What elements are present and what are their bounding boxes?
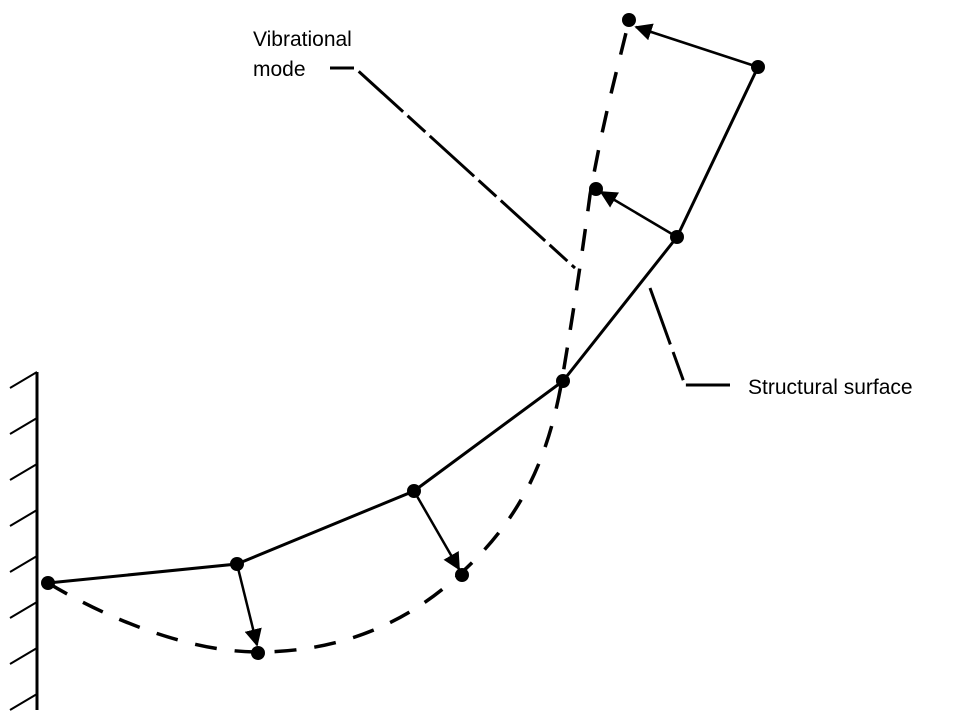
structural-node bbox=[407, 484, 421, 498]
structural-surface-leader bbox=[648, 287, 730, 387]
mode-node bbox=[622, 13, 636, 27]
vibrational-mode-label-line2: mode bbox=[253, 58, 306, 81]
structural-node bbox=[751, 60, 765, 74]
structural-surface-label: Structural surface bbox=[748, 376, 913, 399]
vibrational-mode-leader bbox=[330, 66, 577, 270]
fixed-wall-support bbox=[9, 371, 39, 711]
structural-node bbox=[556, 374, 570, 388]
displacement-arrow-2 bbox=[412, 490, 461, 571]
mode-node bbox=[589, 182, 603, 196]
mode-node bbox=[251, 646, 265, 660]
displacement-arrow-4 bbox=[634, 23, 759, 69]
vibrational-mode-label-line1: Vibrational bbox=[253, 28, 352, 51]
mode-nodes bbox=[251, 13, 636, 660]
structural-nodes bbox=[41, 60, 765, 590]
displacement-arrow-1 bbox=[235, 563, 262, 647]
mode-node bbox=[455, 568, 469, 582]
vibrational-mode-curve bbox=[47, 19, 631, 654]
structural-surface-line bbox=[47, 66, 760, 585]
structural-node bbox=[230, 557, 244, 571]
structural-node bbox=[670, 230, 684, 244]
displacement-arrow-3 bbox=[599, 190, 678, 239]
structural-node bbox=[41, 576, 55, 590]
